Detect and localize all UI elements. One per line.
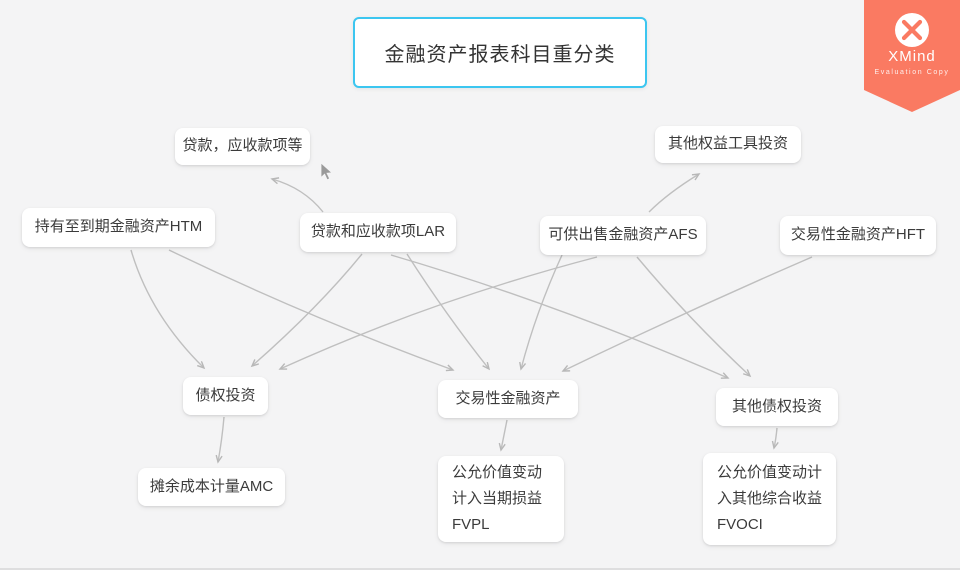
arrow-other-debt-investment-to-fvoci [774,427,777,448]
node-amc[interactable]: 摊余成本计量AMC [138,468,285,506]
xmind-x-glyph [901,19,923,41]
node-afs[interactable]: 可供出售金融资产AFS [540,216,706,255]
node-label: 可供出售金融资产AFS [548,226,698,244]
central-topic-label: 金融资产报表科目重分类 [384,44,616,66]
node-loans-receivables[interactable]: 贷款，应收款项等 [175,128,310,165]
node-label: 其他债权投资 [731,397,822,415]
node-label: 贷款和应收款项LAR [310,223,446,241]
node-label: 公允价值变动计 入其他综合收益 FVOCI [717,464,823,533]
node-trading-financial-assets[interactable]: 交易性金融资产 [438,380,578,418]
node-lar[interactable]: 贷款和应收款项LAR [300,213,456,252]
node-fvoci[interactable]: 公允价值变动计 入其他综合收益 FVOCI [703,453,836,545]
arrow-lar-to-debt-investment [252,253,363,366]
node-htm[interactable]: 持有至到期金融资产HTM [22,208,215,247]
arrow-lar-to-other-debt-investment [390,254,728,378]
arrow-htm-to-debt-investment [130,249,204,368]
arrow-afs-to-debt-investment [280,256,598,369]
node-fvpl[interactable]: 公允价值变动 计入当期损益 FVPL [438,456,564,542]
xmind-evaluation-badge: XMind Evaluation Copy [864,0,960,112]
arrow-hft-to-trading-financial-assets [563,256,813,371]
mouse-cursor-icon [320,162,333,181]
badge-ribbon [864,0,960,112]
node-debt-investment[interactable]: 债权投资 [183,377,268,415]
arrow-afs-to-other-equity-investment [648,174,699,213]
node-label: 债权投资 [195,386,256,404]
node-hft[interactable]: 交易性金融资产HFT [780,216,936,255]
node-label: 交易性金融资产HFT [790,226,926,244]
badge-brand-text: XMind [888,48,936,65]
node-label: 交易性金融资产 [455,389,561,407]
arrow-lar-to-loans-receivables [272,179,324,213]
arrow-htm-to-trading-financial-assets [168,249,453,370]
node-label: 持有至到期金融资产HTM [34,218,203,236]
node-label: 公允价值变动 计入当期损益 FVPL [452,464,543,533]
node-label: 贷款，应收款项等 [182,137,303,155]
node-other-debt-investment[interactable]: 其他债权投资 [716,388,838,426]
badge-note-text: Evaluation Copy [875,69,950,76]
node-label: 摊余成本计量AMC [149,477,274,495]
central-topic[interactable]: 金融资产报表科目重分类 [353,17,647,88]
node-other-equity-investment[interactable]: 其他权益工具投资 [655,126,801,163]
arrow-afs-to-trading-financial-assets [521,254,563,369]
arrow-trading-financial-assets-to-fvpl [501,419,508,450]
arrow-afs-to-other-debt-investment [636,256,750,376]
arrow-lar-to-trading-financial-assets [406,253,489,369]
arrow-debt-investment-to-amc [218,416,225,462]
node-label: 其他权益工具投资 [667,135,788,153]
